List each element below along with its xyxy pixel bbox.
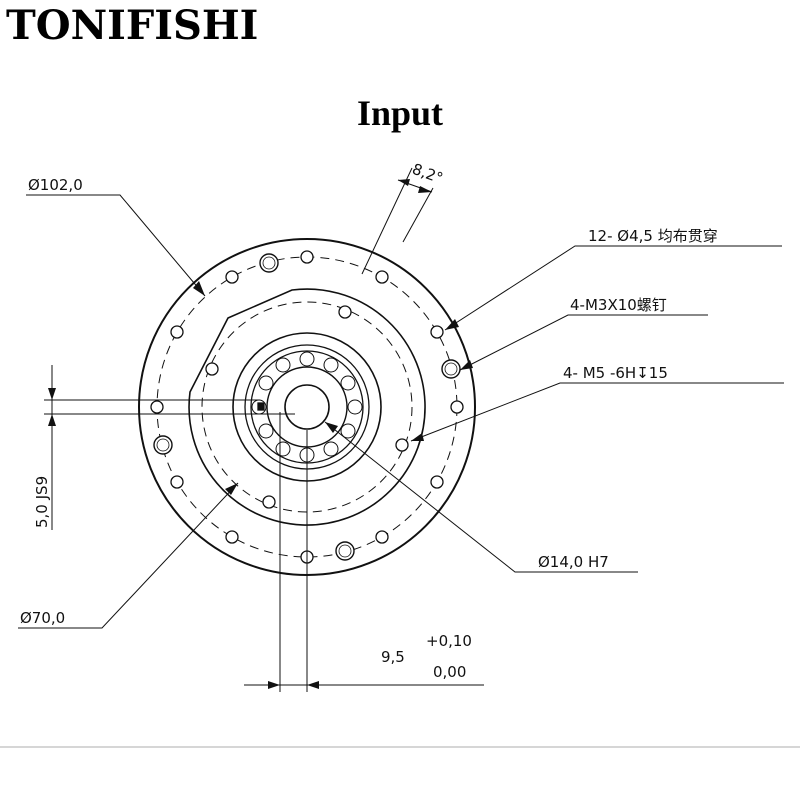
leader-outer-diameter	[26, 194, 206, 297]
inner-pitch-circle	[201, 301, 413, 513]
through-holes	[150, 250, 464, 564]
through-holes-label: 12- Ø4,5 均布贯穿	[588, 227, 718, 245]
brand-logo: TONIFISHI	[6, 2, 259, 49]
page-title: Input	[356, 93, 444, 133]
leader-through-holes	[444, 245, 782, 331]
key-mark	[257, 402, 265, 411]
inner-boss-outline	[188, 288, 426, 526]
angle-label: 8,2°	[410, 160, 446, 188]
arrowheads	[48, 179, 473, 689]
tolerance-upper-label: +0,10	[426, 632, 472, 650]
bore-circle	[284, 384, 330, 430]
bottom-divider	[0, 746, 800, 748]
threads-label: 4- M5 -6H↧15	[563, 364, 668, 382]
angle-line-1	[361, 167, 413, 275]
leader-threads	[410, 382, 784, 442]
leader-pitch-diameter	[18, 482, 239, 629]
angle-line-2	[402, 187, 434, 243]
bore-label: Ø14,0 H7	[538, 553, 609, 571]
screws-label: 4-M3X10螺钉	[570, 296, 667, 314]
tolerance-lower-label: 0,00	[433, 663, 466, 681]
leader-screws	[459, 314, 708, 371]
leader-bore	[324, 421, 638, 573]
outer-diameter-label: Ø102,0	[28, 176, 83, 194]
keyway-label: 5,0 JS9	[33, 476, 51, 528]
bearing-balls	[251, 351, 363, 463]
key-depth-label: 9,5	[381, 648, 405, 666]
pitch-diameter-label: Ø70,0	[20, 609, 65, 627]
screw-holes	[205, 305, 409, 509]
